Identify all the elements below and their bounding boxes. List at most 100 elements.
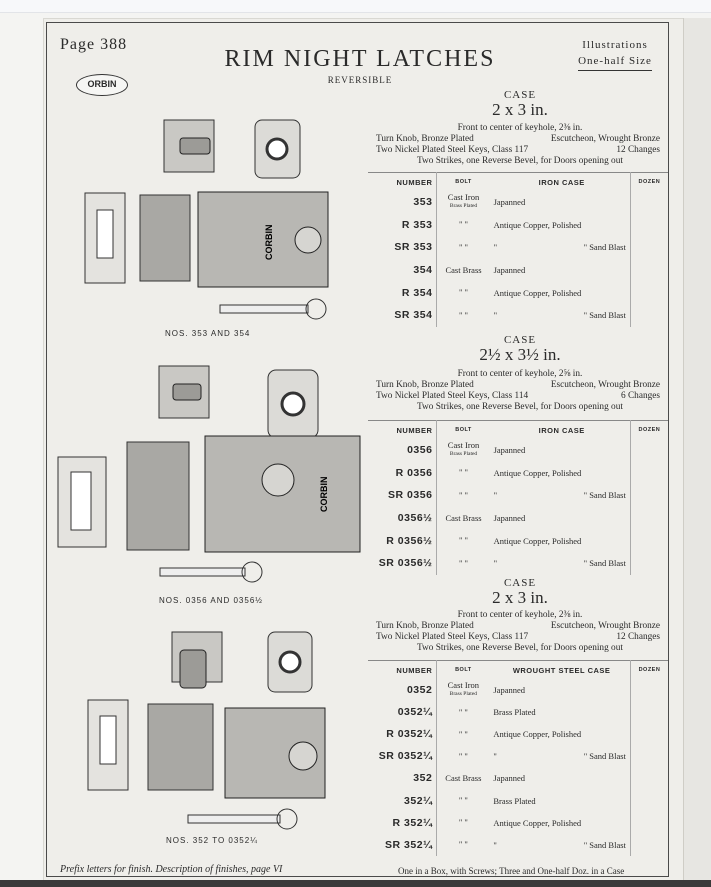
- table-row: SR 0356 " " "" Sand Blast: [368, 484, 668, 507]
- table-row: R 352¼ " " Antique Copper, Polished: [368, 811, 668, 834]
- table-header: NUMBER BOLT IRON CASE DOZEN: [368, 172, 668, 191]
- table-row: SR 354 " " "" Sand Blast: [368, 303, 668, 327]
- table-row: 352¼ " " Brass Plated: [368, 789, 668, 812]
- latch-keeper: [126, 441, 190, 551]
- bolt-material: " ": [458, 287, 469, 298]
- case-finish: Antique Copper, Polished: [493, 729, 582, 740]
- dozen-price: [629, 811, 668, 834]
- table-row: 352 Cast Brass Japanned: [368, 767, 668, 790]
- col-case: IRON CASE: [538, 425, 585, 435]
- escutcheon-spec: Escutcheon, Wrought Bronze: [550, 621, 660, 631]
- next-page-edge: [683, 18, 711, 880]
- knob-spec: Turn Knob, Bronze Plated: [376, 134, 474, 144]
- turn-knob: [288, 741, 318, 771]
- col-case: WROUGHT STEEL CASE: [512, 665, 611, 675]
- illustration-0352: [87, 631, 326, 830]
- dozen-price: [629, 506, 668, 530]
- spec-block: Front to center of keyhole, 2⅜ in. Turn …: [370, 123, 670, 167]
- price-table: NUMBER BOLT WROUGHT STEEL CASE DOZEN 035…: [368, 660, 668, 856]
- table-row: R 0352¼ " " Antique Copper, Polished: [368, 723, 668, 746]
- case-heading: CASE 2 x 3 in.: [370, 89, 670, 119]
- dozen-price: [629, 701, 668, 724]
- item-number: R 0352¼: [368, 723, 438, 746]
- page-title: RIM NIGHT LATCHES: [224, 46, 496, 72]
- bolt-material: " ": [458, 309, 469, 320]
- table-row: 0356½ Cast Brass Japanned: [368, 506, 668, 530]
- bolt-material: " ": [458, 795, 468, 806]
- table-row: SR 0352¼ " " "" Sand Blast: [368, 745, 668, 768]
- item-number: R 0356½: [368, 529, 438, 552]
- case-finish: Antique Copper, Polished: [493, 219, 582, 230]
- illustration-0356: CORBIN: [57, 365, 361, 583]
- illustration-scale-note: Illustrations One-half Size: [565, 37, 665, 71]
- item-number: 0356: [368, 439, 438, 462]
- escutcheon-spec: Escutcheon, Wrought Bronze: [550, 134, 660, 144]
- bolt-material: " ": [458, 467, 469, 478]
- dozen-price: [629, 281, 668, 304]
- table-row: SR 353 " " "" Sand Blast: [368, 236, 668, 259]
- bolt-material: " ": [458, 706, 468, 717]
- case-finish: "" Sand Blast: [493, 490, 626, 501]
- cylinder-body: [179, 137, 211, 155]
- bolt-material: " ": [458, 241, 469, 252]
- changes-spec: 12 Changes: [616, 145, 660, 155]
- case-finish: "" Sand Blast: [493, 839, 626, 850]
- table-row: R 0356 " " Antique Copper, Polished: [368, 461, 668, 485]
- latch-keeper: [147, 703, 214, 791]
- latch-keeper: [139, 194, 191, 282]
- case-finish: Japanned: [493, 773, 526, 784]
- strike-plate: [57, 456, 107, 548]
- col-dozen: DOZEN: [629, 172, 668, 191]
- front-note: Front to center of keyhole, 2⅝ in.: [457, 369, 583, 379]
- table-row: SR 352¼ " " "" Sand Blast: [368, 833, 668, 856]
- table-row: R 354 " " Antique Copper, Polished: [368, 281, 668, 304]
- dozen-price: [629, 745, 668, 768]
- bolt-material: " ": [458, 219, 469, 230]
- item-number: SR 353: [368, 236, 438, 259]
- spec-block: Front to center of keyhole, 2⅝ in. Turn …: [370, 369, 670, 413]
- page-subtitle: REVERSIBLE: [327, 75, 393, 85]
- changes-spec: 6 Changes: [621, 391, 660, 401]
- latch-brand-text: CORBIN: [319, 477, 329, 513]
- bolt-material: " ": [458, 750, 468, 761]
- bolt-material: " ": [458, 728, 468, 739]
- col-bolt: BOLT: [455, 666, 472, 673]
- viewer-top-bar: [0, 0, 711, 13]
- item-number: 354: [368, 258, 438, 282]
- bolt-material: " ": [458, 817, 468, 828]
- dozen-price: [629, 303, 668, 327]
- keys-spec: Two Nickel Plated Steel Keys, Class 114: [376, 391, 529, 401]
- latch-brand-text: CORBIN: [264, 225, 274, 261]
- case-finish: Antique Copper, Polished: [493, 467, 582, 478]
- case-heading: CASE 2 x 3 in.: [370, 577, 670, 607]
- case-size: 2½ x 3½ in.: [479, 345, 561, 364]
- dozen-price: [629, 723, 668, 746]
- footer-prefix-note: Prefix letters for finish. Description o…: [60, 864, 283, 875]
- knob-spec: Turn Knob, Bronze Plated: [376, 380, 474, 390]
- bolt-material: Cast Brass: [445, 264, 482, 275]
- item-number: 352¼: [368, 789, 438, 812]
- col-dozen: DOZEN: [629, 660, 668, 679]
- item-number: SR 0352¼: [368, 745, 438, 768]
- case-finish: "" Sand Blast: [493, 242, 626, 253]
- case-size: 2 x 3 in.: [492, 100, 548, 119]
- caption-0352: NOS. 352 TO 0352¼: [166, 836, 258, 845]
- illus-line-2: One-half Size: [578, 53, 652, 71]
- dozen-price: [629, 679, 668, 702]
- item-number: 0352: [368, 679, 438, 702]
- item-number: R 352¼: [368, 811, 438, 834]
- case-finish: Japanned: [493, 265, 526, 276]
- illus-line-1: Illustrations: [582, 39, 648, 51]
- dozen-price: [629, 789, 668, 812]
- bolt-material: Cast Brass: [445, 512, 482, 523]
- bolt-material: " ": [458, 839, 468, 850]
- item-number: 352: [368, 767, 438, 790]
- item-number: R 0356: [368, 461, 438, 485]
- strikes-spec: Two Strikes, one Reverse Bevel, for Door…: [417, 156, 623, 166]
- spec-block: Front to center of keyhole, 2⅜ in. Turn …: [370, 610, 670, 654]
- table-row: SR 0356½ " " "" Sand Blast: [368, 551, 668, 575]
- dozen-price: [629, 258, 668, 282]
